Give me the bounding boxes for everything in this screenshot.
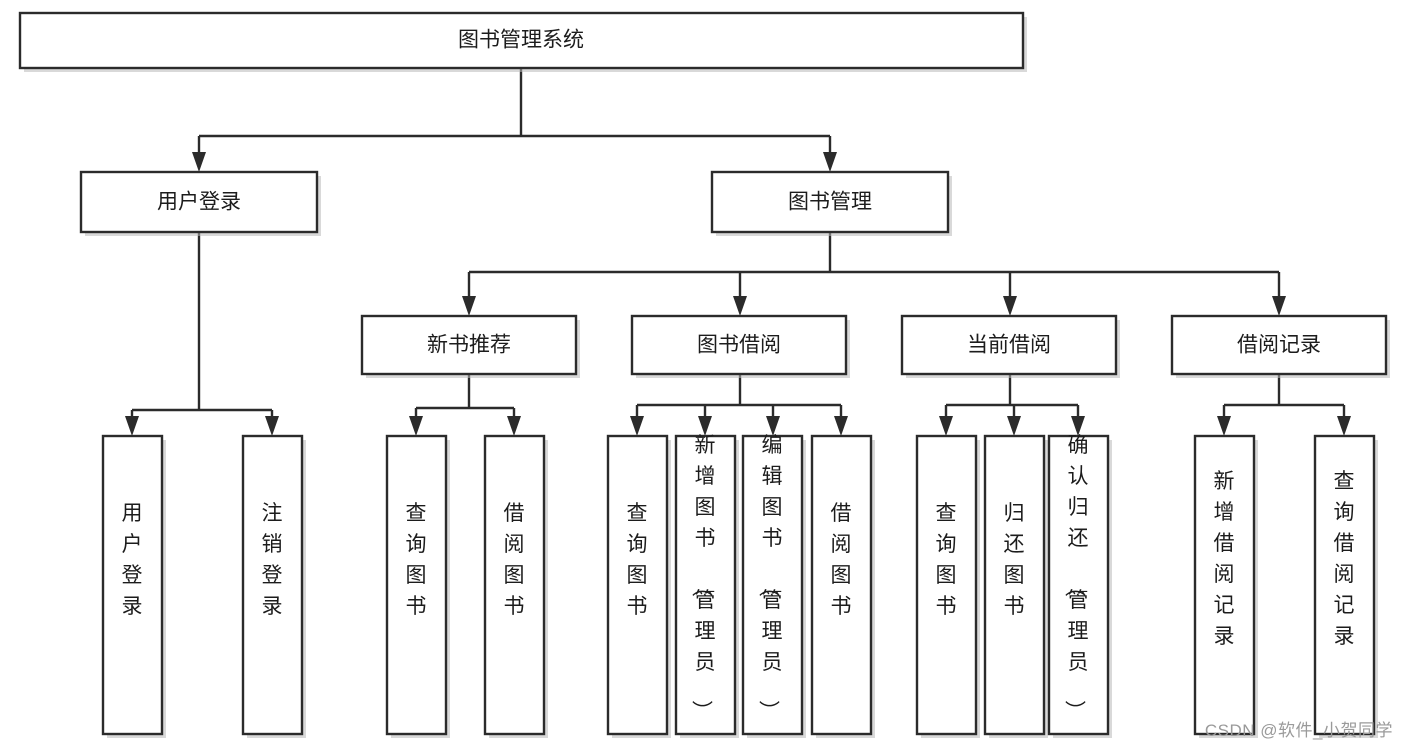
arrow-borrow-records — [1272, 296, 1286, 316]
leaf-e2-label: 查询借阅记录 — [1334, 470, 1355, 648]
book-borrow-box — [630, 314, 848, 376]
arrow-leaf-c4 — [834, 416, 848, 436]
leaf-a2-box — [241, 434, 304, 736]
arrow-leaf-c1 — [630, 416, 644, 436]
arrow-user-login — [192, 152, 206, 172]
leaf-new-books-2[interactable]: 借阅图书 — [483, 434, 548, 738]
leaf-e1-label: 新增借阅记录 — [1214, 470, 1235, 648]
user-login-box — [79, 170, 319, 234]
leaf-b1-label: 查询图书 — [406, 502, 427, 618]
node-book-management[interactable]: 图书管理 — [710, 170, 952, 236]
node-book-borrow[interactable]: 图书借阅 — [630, 314, 850, 378]
new-book-recommend-label: 新书推荐 — [427, 334, 511, 357]
new-book-recommend-box — [360, 314, 578, 376]
leaf-new-books-1[interactable]: 查询图书 — [385, 434, 450, 738]
arrow-leaf-d3 — [1071, 416, 1085, 436]
node-new-book-recommend[interactable]: 新书推荐 — [360, 314, 580, 378]
leaf-d1-box — [915, 434, 978, 736]
leaf-borrow-records-2[interactable]: 查询借阅记录 — [1313, 434, 1378, 738]
node-borrow-records[interactable]: 借阅记录 — [1170, 314, 1390, 378]
leaf-current-borrow-3[interactable]: 确认归还（管理员） — [1047, 434, 1112, 738]
node-current-borrow[interactable]: 当前借阅 — [900, 314, 1120, 378]
leaf-a1-box — [101, 434, 164, 736]
leaf-c3-box — [741, 434, 804, 736]
book-management-label: 图书管理 — [788, 191, 872, 214]
node-root[interactable]: 图书管理系统 — [18, 11, 1027, 72]
leaf-current-borrow-1[interactable]: 查询图书 — [915, 434, 980, 738]
leaf-b2-label: 借阅图书 — [504, 502, 525, 618]
leaf-d2-box — [983, 434, 1046, 736]
arrow-leaf-d1 — [939, 416, 953, 436]
leaf-b1-box — [385, 434, 448, 736]
book-management-box — [710, 170, 950, 234]
book-borrow-label: 图书借阅 — [697, 334, 781, 357]
leaf-book-borrow-2[interactable]: 新增图书（管理员） — [674, 434, 739, 738]
arrow-leaf-c2 — [698, 416, 712, 436]
arrow-leaf-a2 — [265, 416, 279, 436]
leaf-d1-label: 查询图书 — [936, 502, 957, 618]
root-box — [18, 11, 1025, 70]
leaf-e2-box — [1313, 434, 1376, 736]
leaf-d3-label: 确认归还（管理员） — [1063, 434, 1089, 721]
arrow-current-borrow — [1003, 296, 1017, 316]
leaf-c1-box — [606, 434, 669, 736]
borrow-records-label: 借阅记录 — [1237, 334, 1321, 357]
leaf-d3-box — [1047, 434, 1110, 736]
arrow-book-mgmt — [823, 152, 837, 172]
leaf-c4-label: 借阅图书 — [831, 502, 852, 618]
leaf-a2-label: 注销登录 — [262, 502, 283, 618]
root-label: 图书管理系统 — [458, 29, 584, 52]
node-user-login[interactable]: 用户登录 — [79, 170, 321, 236]
edges-layer — [125, 68, 1351, 436]
arrow-book-borrow — [733, 296, 747, 316]
leaf-c2-label: 新增图书（管理员） — [690, 434, 716, 721]
arrow-new-books — [462, 296, 476, 316]
arrow-leaf-b1 — [409, 416, 423, 436]
arrow-leaf-c3 — [766, 416, 780, 436]
user-login-label: 用户登录 — [157, 191, 241, 214]
csdn-watermark: CSDN @软件_小贺同学 — [1204, 721, 1393, 740]
leaf-user-login-1[interactable]: 用户登录 — [101, 434, 166, 738]
arrow-leaf-a1 — [125, 416, 139, 436]
leaf-current-borrow-2[interactable]: 归还图书 — [983, 434, 1048, 738]
leaf-book-borrow-4[interactable]: 借阅图书 — [810, 434, 875, 738]
leaf-e1-box — [1193, 434, 1256, 736]
leaf-a1-label: 用户登录 — [122, 502, 143, 618]
leaf-user-login-2[interactable]: 注销登录 — [241, 434, 306, 738]
leaf-d2-label: 归还图书 — [1004, 502, 1025, 618]
current-borrow-label: 当前借阅 — [967, 334, 1051, 357]
arrow-leaf-d2 — [1007, 416, 1021, 436]
leaf-book-borrow-1[interactable]: 查询图书 — [606, 434, 671, 738]
borrow-records-box — [1170, 314, 1388, 376]
leaf-c1-label: 查询图书 — [627, 502, 648, 618]
leaf-c4-box — [810, 434, 873, 736]
arrow-leaf-e1 — [1217, 416, 1231, 436]
arrow-leaf-e2 — [1337, 416, 1351, 436]
leaf-c3-label: 编辑图书（管理员） — [757, 434, 783, 721]
arrow-leaf-b2 — [507, 416, 521, 436]
leaf-borrow-records-1[interactable]: 新增借阅记录 — [1193, 434, 1258, 738]
leaf-b2-box — [483, 434, 546, 736]
current-borrow-box — [900, 314, 1118, 376]
leaf-book-borrow-3[interactable]: 编辑图书（管理员） — [741, 434, 806, 738]
leaf-c2-box — [674, 434, 737, 736]
